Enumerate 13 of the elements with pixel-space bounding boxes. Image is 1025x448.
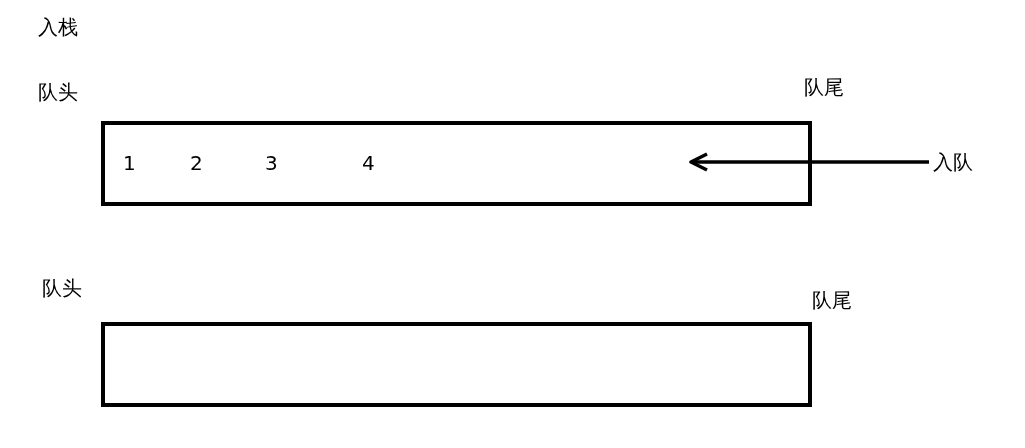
queue-box: [101, 121, 812, 206]
queue-head-label: 队头: [42, 276, 82, 300]
queue-tail-label: 队尾: [804, 75, 844, 99]
text-label: 入栈: [38, 15, 78, 39]
text-label: 入队: [933, 150, 973, 174]
queue-item: 2: [190, 151, 203, 175]
queue-item: 3: [265, 151, 278, 175]
queue-head-label: 队头: [38, 80, 78, 104]
queue-item: 4: [362, 151, 375, 175]
queue-item: 1: [123, 151, 136, 175]
queue-tail-label: 队尾: [812, 288, 852, 312]
arrow: [689, 152, 929, 172]
queue-box: [101, 322, 812, 407]
